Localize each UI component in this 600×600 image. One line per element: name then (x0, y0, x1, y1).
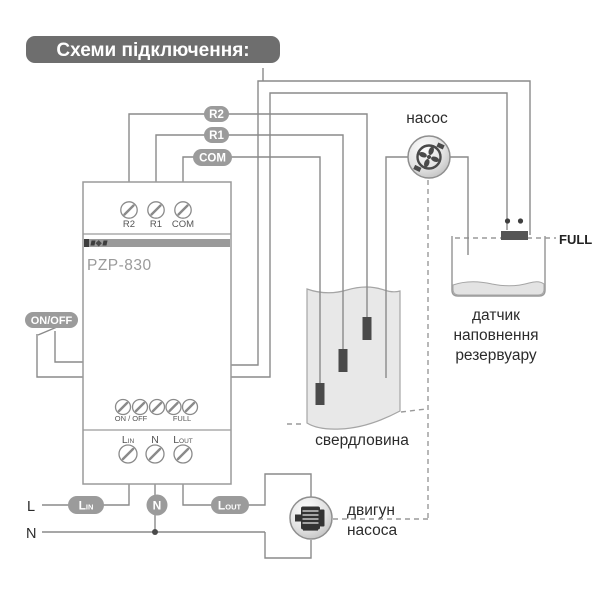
wire-r1 (155, 134, 344, 352)
electrode-r2 (362, 317, 372, 340)
svg-text:LOUT: LOUT (218, 499, 242, 513)
sensor-contact-dot (504, 218, 511, 224)
ground-dash-right (400, 408, 427, 413)
terminal-group-label-full: FULL (173, 414, 191, 423)
svg-text:N: N (153, 499, 162, 513)
terminal-group-label-onoff: ON / OFF (115, 414, 148, 423)
motor-icon (295, 506, 325, 531)
terminal-screw-com (174, 201, 192, 219)
svg-text:датчик: датчик (472, 307, 520, 324)
badge-lin: LIN (68, 496, 104, 514)
terminal-screw-r2 (120, 201, 138, 219)
f-and-f-logo (84, 239, 108, 247)
terminal-label-n: N (151, 434, 159, 446)
sensor-contact-dot (517, 218, 524, 224)
terminal-label-com: COM (172, 219, 194, 230)
svg-text:R2: R2 (209, 109, 224, 121)
terminal-screw-lout (173, 444, 193, 464)
wire-lout-to-motor (182, 463, 312, 506)
device-box (82, 181, 232, 485)
motor-symbol (289, 496, 333, 540)
impeller-icon (418, 146, 440, 168)
terminal-screw-full-2 (181, 398, 199, 416)
wire-r2 (128, 113, 368, 320)
device-model: PZP-830 (87, 257, 152, 274)
supply-line-label: L (27, 499, 35, 515)
badge-lout: LOUT (211, 496, 249, 514)
wire-com (182, 156, 321, 386)
tank-full-sensor (501, 231, 528, 240)
terminal-label-r2: R2 (123, 219, 135, 230)
svg-text:двигун: двигун (347, 502, 395, 519)
device-stripe (84, 239, 230, 247)
pump-pipe-tank (450, 156, 469, 255)
terminal-screw-mid (148, 398, 166, 416)
switch-blade (37, 326, 58, 336)
svg-text:ON/OFF: ON/OFF (31, 315, 73, 327)
terminal-screw-onoff-1 (114, 398, 132, 416)
svg-text:R1: R1 (209, 130, 224, 142)
tank-water (452, 281, 545, 296)
electrode-r1 (338, 349, 348, 372)
badge-com: COM (193, 149, 232, 166)
badge-onoff: ON/OFF (25, 312, 78, 328)
wire-n-to-motor (264, 532, 312, 559)
tank-walls (451, 236, 546, 297)
badge-r2: R2 (204, 106, 229, 122)
motor-label: двигун насоса (347, 502, 397, 539)
terminal-label-r1: R1 (150, 219, 162, 230)
svg-text:COM: COM (199, 153, 226, 165)
svg-text:насоса: насоса (347, 522, 397, 539)
terminal-screw-onoff-2 (131, 398, 149, 416)
pump-symbol (407, 135, 451, 179)
terminal-screw-r1 (147, 201, 165, 219)
terminal-label-lin: LIN (122, 434, 135, 446)
well-label: свердловина (315, 432, 409, 449)
terminal-screw-n (145, 444, 165, 464)
neutral-junction-dot (152, 529, 158, 535)
pump-pipe-well (385, 156, 408, 378)
badge-n: N (146, 494, 168, 516)
well-water (306, 286, 401, 430)
tank-sensor-label: датчик наповнення резервуару (453, 307, 538, 364)
page-title: Схеми підключення: (26, 36, 280, 63)
svg-text:LIN: LIN (79, 499, 94, 513)
terminal-screw-full-1 (165, 398, 182, 416)
svg-text:наповнення: наповнення (453, 327, 538, 344)
electrode-com (315, 383, 325, 405)
terminal-screw-lin (118, 444, 138, 464)
supply-neutral-label: N (26, 526, 36, 542)
terminal-label-lout: LOUT (173, 434, 193, 446)
svg-text:Схеми підключення:: Схеми підключення: (56, 40, 249, 61)
svg-text:резервуару: резервуару (455, 347, 537, 364)
full-level-label: FULL (559, 232, 592, 247)
badge-r1: R1 (204, 127, 229, 143)
pump-label: насос (406, 110, 448, 127)
